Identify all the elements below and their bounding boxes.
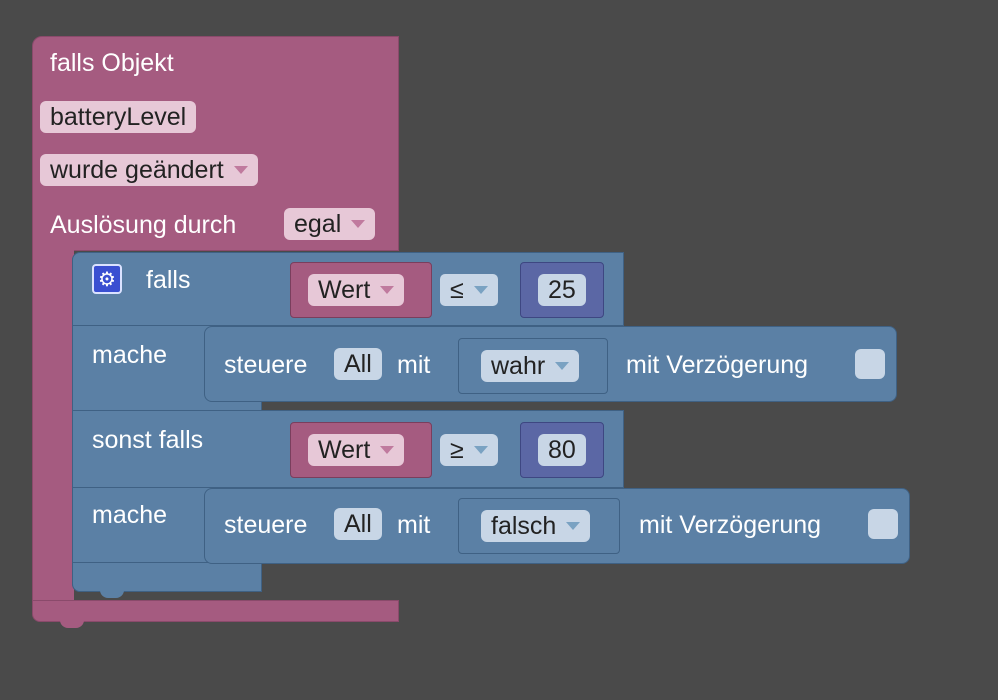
condition2-variable-dropdown[interactable]: Wert [308,434,405,466]
condition2-number-text: 80 [548,436,576,464]
action2-with-label: mit [397,511,431,539]
event-block-spine [32,240,74,610]
chevron-down-icon [233,166,248,174]
condition2-operator-dropdown[interactable]: ≥ [440,434,498,466]
chevron-down-icon [473,286,488,294]
condition2-operator-text: ≥ [450,436,464,464]
action2-delay-label: mit Verzögerung [639,511,822,539]
elseif-label: sonst falls [92,426,204,454]
chevron-down-icon [566,522,581,530]
if-block-notch [100,588,124,598]
action1-value-text: wahr [491,352,546,380]
trigger-text: egal [294,210,342,238]
condition1-number-field[interactable]: 25 [538,274,586,306]
trigger-label: Auslösung durch [50,211,237,239]
condition1-variable-dropdown[interactable]: Wert [308,274,405,306]
action1-target-field[interactable]: All [334,348,382,380]
object-id-field[interactable]: batteryLevel [40,101,197,133]
object-id-text: batteryLevel [50,103,187,131]
condition-text: wurde geändert [50,156,224,184]
action2-target-text: All [344,510,372,538]
action1-with-label: mit [397,351,431,379]
trigger-dropdown[interactable]: egal [284,208,376,240]
action2-value-text: falsch [491,512,557,540]
condition2-number-field[interactable]: 80 [538,434,586,466]
do-label: mache [92,341,168,369]
if-block-foot [72,562,262,592]
if-label: falls [146,266,191,294]
condition1-variable-text: Wert [318,276,371,304]
event-block-notch [60,618,84,628]
chevron-down-icon [473,446,488,454]
condition-dropdown[interactable]: wurde geändert [40,154,258,186]
action1-value-dropdown[interactable]: wahr [481,350,580,382]
condition2-variable-text: Wert [318,436,371,464]
event-title: falls Objekt [50,49,174,77]
action1-target-text: All [344,350,372,378]
gear-icon[interactable]: ⚙ [92,264,122,294]
chevron-down-icon [380,446,395,454]
condition1-operator-dropdown[interactable]: ≤ [440,274,498,306]
chevron-down-icon [555,362,570,370]
action2-value-dropdown[interactable]: falsch [481,510,591,542]
event-block-bottom [32,600,399,622]
condition1-number-text: 25 [548,276,576,304]
action1-delay-label: mit Verzögerung [626,351,809,379]
action1-delay-checkbox[interactable] [855,349,885,379]
do2-label: mache [92,501,168,529]
action2-verb: steuere [224,511,308,539]
chevron-down-icon [380,286,395,294]
condition1-operator-text: ≤ [450,276,464,304]
action2-target-field[interactable]: All [334,508,382,540]
action1-verb: steuere [224,351,308,379]
chevron-down-icon [351,220,366,228]
action2-delay-checkbox[interactable] [868,509,898,539]
